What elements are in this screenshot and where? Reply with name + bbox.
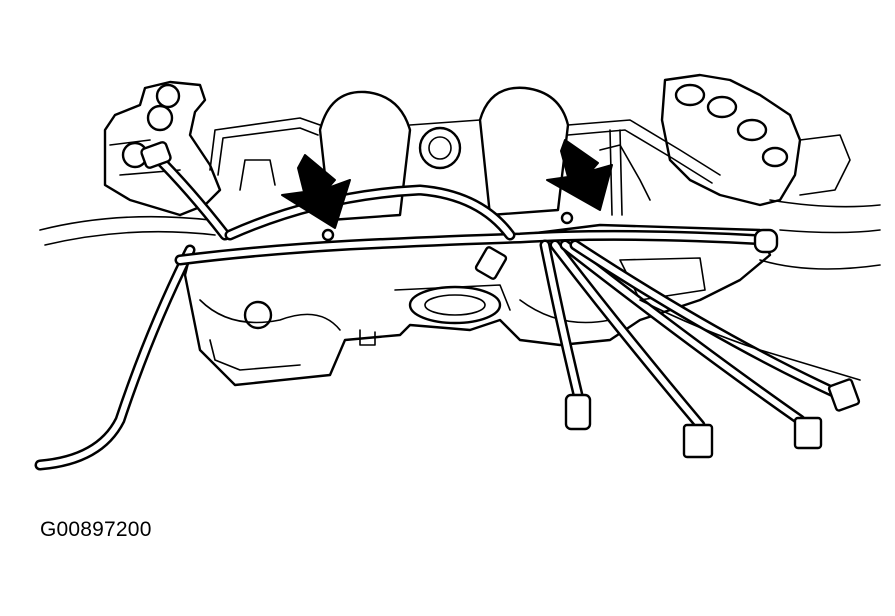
down-arrow-icon	[281, 154, 351, 229]
left-intake-runners	[39, 80, 222, 246]
connectors	[140, 141, 861, 459]
mounting-bolts	[321, 211, 574, 242]
figure-id-label: G00897200	[40, 518, 152, 541]
wire-harness	[34, 149, 861, 471]
down-arrow-icon	[546, 139, 613, 211]
